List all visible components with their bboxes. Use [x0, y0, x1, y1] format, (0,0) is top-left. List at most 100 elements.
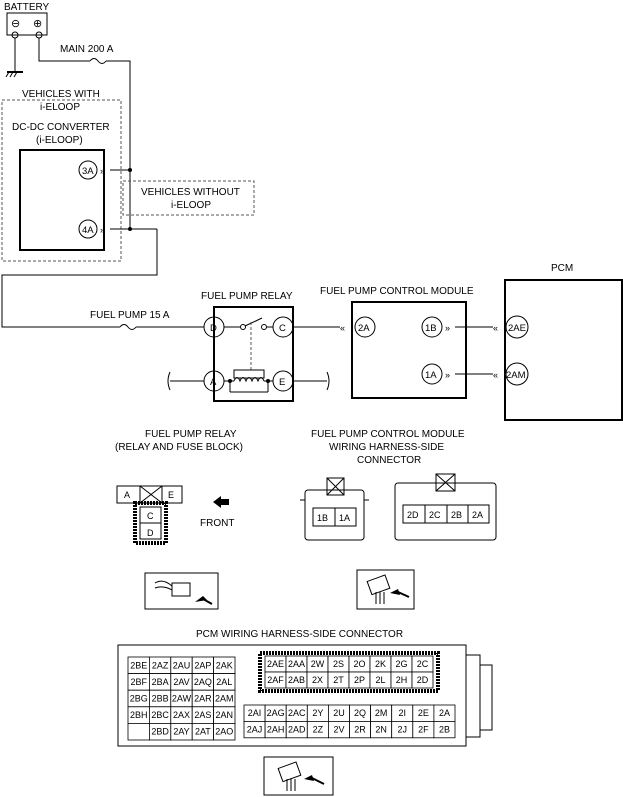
vehicles-without-label: VEHICLES WITHOUT	[141, 187, 240, 198]
fpcm-label: FUEL PUMP CONTROL MODULE	[320, 286, 474, 297]
pcm-pin-2ac: 2AC	[288, 708, 306, 718]
connector-view-icon	[263, 756, 334, 796]
battery-label: BATTERY	[4, 2, 50, 13]
pcm-pin-2t: 2T	[333, 675, 344, 685]
fpcm-connector-left: 1B 1A	[300, 477, 369, 541]
pcm-pin-2ao: 2AO	[215, 727, 233, 737]
ground-icon	[5, 38, 23, 78]
pcm-pin-2bh: 2BH	[130, 710, 148, 720]
pcm-pin-2au: 2AU	[173, 660, 191, 670]
vehicles-without-label-2: i-ELOOP	[171, 200, 211, 211]
connector-view-icon	[144, 572, 219, 610]
fpcm-conn-1a: 1A	[339, 513, 350, 523]
svg-text:»: »	[445, 323, 450, 333]
fpcm-box	[351, 301, 467, 399]
pcm-pin-2p: 2P	[354, 675, 365, 685]
pcm-pin-2az: 2AZ	[152, 660, 169, 670]
pcm-pin-2m: 2M	[375, 708, 388, 718]
pcm-conn-title: PCM WIRING HARNESS-SIDE CONNECTOR	[196, 629, 403, 640]
pcm-highlight-frame	[258, 651, 440, 693]
dcdc-converter-label: DC-DC CONVERTER	[12, 122, 110, 133]
pcm-pin-2ba: 2BA	[152, 677, 169, 687]
pcm-pin-2a: 2A	[439, 708, 450, 718]
pcm-pin-2r: 2R	[354, 725, 366, 735]
vehicles-with-label: VEHICLES WITH	[22, 89, 100, 100]
pcm-pin-2ak: 2AK	[216, 660, 233, 670]
relay-connector-diagram: A E C D	[116, 485, 183, 545]
pcm-pin-2am: 2AM	[215, 694, 234, 704]
pcm-pin-2ay: 2AY	[173, 727, 189, 737]
pcm-pin-2as: 2AS	[194, 710, 211, 720]
dcdc-converter-box	[19, 149, 105, 251]
pcm-pin-2at: 2AT	[195, 727, 211, 737]
pcm-pin-2al: 2AL	[216, 677, 232, 687]
pcm-pin-2an: 2AN	[216, 710, 234, 720]
pcm-pin-2am: 2AM	[506, 370, 526, 381]
svg-text:»: »	[445, 370, 450, 380]
relay-pin-d: D	[210, 323, 217, 334]
pcm-pin-2ai: 2AI	[248, 708, 262, 718]
pcm-pin-2ap: 2AP	[194, 660, 211, 670]
fpcm-conn-label-3: CONNECTOR	[357, 455, 421, 466]
fpcm-conn-1b: 1B	[317, 513, 328, 523]
main-fuse-label: MAIN 200 A	[60, 44, 114, 55]
fuse-icon	[89, 58, 107, 64]
dcdc-converter-label-2: (i-ELOOP)	[36, 135, 83, 146]
pcm-pin-2aq: 2AQ	[194, 677, 212, 687]
fpcm-conn-2b: 2B	[451, 510, 462, 520]
pcm-pin-2ar: 2AR	[194, 694, 212, 704]
relay-pin-c: C	[279, 323, 286, 334]
svg-text:»: »	[100, 166, 105, 176]
pcm-pin-2av: 2AV	[173, 677, 189, 687]
pcm-pin-2q: 2Q	[354, 708, 366, 718]
pcm-pin-2i: 2I	[398, 708, 406, 718]
fpcm-conn-label-2: WIRING HARNESS-SIDE	[329, 442, 444, 453]
pcm-pin-2ah: 2AH	[267, 725, 285, 735]
pcm-label: PCM	[551, 263, 573, 274]
pcm-pin-2c: 2C	[417, 659, 429, 669]
pcm-pin-2w: 2W	[311, 659, 325, 669]
pcm-pin-2o: 2O	[353, 659, 365, 669]
pcm-connector-housing	[117, 644, 467, 747]
relay-pin-a: A	[210, 377, 217, 388]
fpcm-conn-2a: 2A	[472, 510, 483, 520]
pcm-pin-2k: 2K	[375, 659, 386, 669]
pcm-pin-2bg: 2BG	[130, 694, 148, 704]
pcm-pin-2ab: 2AB	[288, 675, 305, 685]
relay-conn-c: C	[147, 511, 154, 521]
relay-coil-icon	[224, 369, 273, 393]
pcm-pin-2aj: 2AJ	[247, 725, 263, 735]
front-label: FRONT	[200, 518, 234, 529]
relay-conn-d: D	[147, 528, 154, 538]
pcm-pin-2y: 2Y	[312, 708, 323, 718]
pcm-pin-2n: 2N	[375, 725, 387, 735]
vehicles-without-i-eloop-boundary	[122, 180, 255, 216]
pcm-pin-2j: 2J	[397, 725, 407, 735]
pcm-pin-2h: 2H	[396, 675, 408, 685]
pcm-pin-2s: 2S	[333, 659, 344, 669]
fpcm-conn-2d: 2D	[407, 510, 419, 520]
fpcm-pin-2a: 2A	[358, 323, 370, 334]
pcm-pin-2bf: 2BF	[130, 677, 147, 687]
fpcm-pin-1b: 1B	[425, 323, 437, 334]
pcm-pin-2be: 2BE	[130, 660, 147, 670]
dcdc-pin-3a: 3A	[82, 166, 94, 177]
front-arrow-icon	[213, 496, 229, 508]
pcm-pin-2x: 2X	[312, 675, 323, 685]
pcm-pin-2aa: 2AA	[288, 659, 305, 669]
fpcm-connector-right: 2D 2C 2B 2A	[394, 473, 497, 541]
relay-conn-a: A	[124, 490, 130, 500]
battery-positive-terminal: ⊕	[33, 18, 42, 30]
pcm-pin-2e: 2E	[418, 708, 429, 718]
fpcm-conn-label: FUEL PUMP CONTROL MODULE	[311, 429, 465, 440]
pcm-pin-2ax: 2AX	[173, 710, 190, 720]
pcm-pin-2f: 2F	[418, 725, 429, 735]
pcm-pin-2d: 2D	[417, 675, 429, 685]
fuel-pump-relay-box	[213, 306, 294, 402]
battery-negative-terminal: ⊖	[11, 18, 20, 30]
pcm-pin-2v: 2V	[333, 725, 344, 735]
relay-block-label-2: (RELAY AND FUSE BLOCK)	[115, 442, 243, 453]
dcdc-pin-4a: 4A	[82, 225, 94, 236]
